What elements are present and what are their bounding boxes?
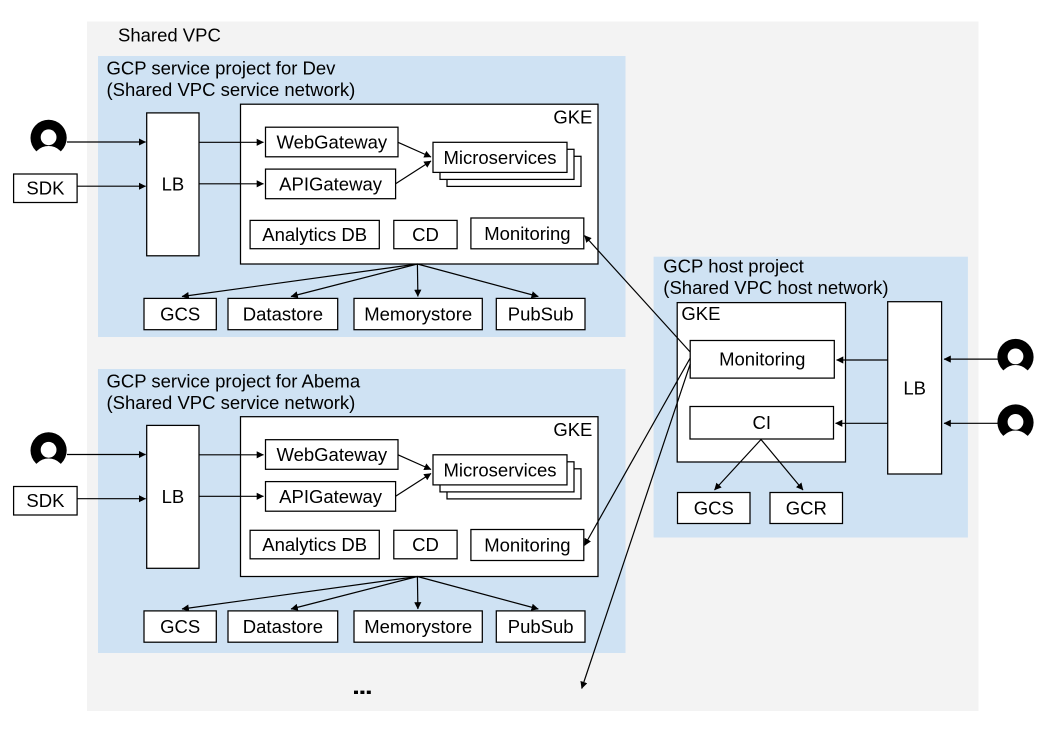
svg-text:CI: CI: [753, 412, 772, 433]
svg-text:CD: CD: [412, 224, 439, 245]
svg-text:Analytics DB: Analytics DB: [262, 534, 367, 555]
svg-text:GCS: GCS: [694, 497, 734, 518]
svg-text:GCP service project for Abema: GCP service project for Abema: [107, 370, 361, 391]
svg-text:Datastore: Datastore: [243, 303, 323, 324]
svg-text:LB: LB: [162, 174, 185, 195]
svg-text:WebGateway: WebGateway: [276, 444, 387, 465]
svg-text:GCP service project for Dev: GCP service project for Dev: [107, 57, 337, 78]
svg-text:Monitoring: Monitoring: [719, 349, 805, 370]
svg-text:PubSub: PubSub: [508, 616, 574, 637]
svg-text:PubSub: PubSub: [508, 303, 574, 324]
svg-text:(Shared VPC service network): (Shared VPC service network): [107, 392, 356, 413]
svg-text:LB: LB: [903, 377, 926, 398]
svg-text:LB: LB: [162, 486, 185, 507]
svg-text:Memorystore: Memorystore: [364, 616, 472, 637]
svg-text:GKE: GKE: [553, 419, 592, 440]
svg-text:CD: CD: [412, 534, 439, 555]
svg-text:SDK: SDK: [26, 490, 65, 511]
svg-text:GCP host project: GCP host project: [663, 256, 804, 277]
svg-text:WebGateway: WebGateway: [276, 131, 387, 152]
svg-text:GCS: GCS: [160, 616, 200, 637]
svg-text:Microservices: Microservices: [443, 147, 556, 168]
svg-text:GKE: GKE: [553, 106, 592, 127]
svg-text:(Shared VPC service network): (Shared VPC service network): [107, 79, 356, 100]
svg-text:(Shared VPC host network): (Shared VPC host network): [663, 277, 888, 298]
svg-text:Monitoring: Monitoring: [484, 223, 570, 244]
svg-text:GCR: GCR: [786, 497, 827, 518]
svg-text:SDK: SDK: [26, 178, 65, 199]
svg-text:Microservices: Microservices: [443, 459, 556, 480]
svg-text:Monitoring: Monitoring: [484, 535, 570, 556]
svg-text:GCS: GCS: [160, 303, 200, 324]
svg-text:GKE: GKE: [681, 303, 720, 324]
svg-text:Analytics DB: Analytics DB: [262, 224, 367, 245]
svg-text:APIGateway: APIGateway: [279, 173, 383, 194]
svg-text:Shared VPC: Shared VPC: [118, 24, 221, 45]
svg-text:Memorystore: Memorystore: [364, 303, 472, 324]
svg-text:APIGateway: APIGateway: [279, 486, 383, 507]
svg-text:Datastore: Datastore: [243, 616, 323, 637]
